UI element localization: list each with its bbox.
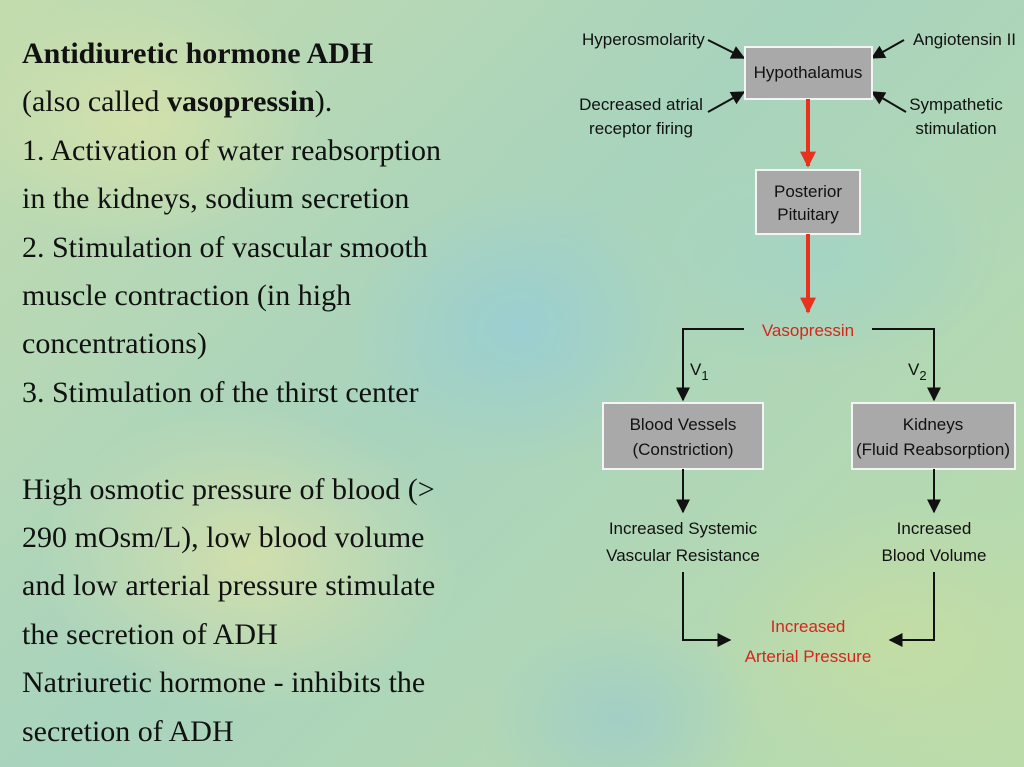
arrow-angiotensin [870,39,905,59]
pituitary-box [755,169,861,235]
label-sympathetic-line2: stimulation [915,119,996,138]
v1-receptor-label: V1 [690,360,709,383]
svr-line2: Vascular Resistance [606,546,760,565]
volume-line2: Blood Volume [882,546,987,565]
kidneys-box [851,402,1016,470]
label-atrial-line1: Decreased atrial [579,95,703,114]
text-line-2: in the kidneys, sodium secretion [22,182,410,216]
alias-suffix: ). [314,85,333,119]
pituitary-label-line1: Posterior [774,182,842,201]
pituitary-label-line2: Pituitary [777,205,839,224]
v2-receptor-label: V2 [908,360,927,383]
text-line-12: secretion of ADH [22,714,234,748]
pressure-line2: Arterial Pressure [745,647,872,666]
text-line-10: the secretion of ADH [22,617,278,651]
slide-title: Antidiuretic hormone ADH [22,37,374,70]
text-line-8: 290 mOsm/L), low blood volume [22,521,425,555]
arrow-svr-pressure [682,572,732,647]
text-line-9: and low arterial pressure stimulate [22,569,436,603]
text-line-5: concentrations) [22,327,207,361]
label-sympathetic-line1: Sympathetic [909,95,1003,114]
blood-vessels-box [602,402,764,470]
alias-prefix: (also called [22,85,167,119]
hypothalamus-label: Hypothalamus [754,63,863,82]
text-line-7: High osmotic pressure of blood (> [22,472,435,506]
label-hyperosmolarity: Hyperosmolarity [582,30,705,49]
label-atrial-line2: receptor firing [589,119,693,138]
text-line-6: 3. Stimulation of the thirst center [22,375,419,409]
text-line-1: 1. Activation of water reabsorption [22,133,442,167]
text-line-4: muscle contraction (in high [22,279,352,313]
alias-line: (also called vasopressin). [22,78,592,126]
arrow-hyperosmolarity [707,39,746,59]
arrow-atrial [707,91,746,113]
kidneys-line2: (Fluid Reabsorption) [856,440,1010,459]
arrow-volume-pressure [888,572,935,647]
vasopressin-label: Vasopressin [762,321,854,340]
slide-text: Antidiuretic hormone ADH (also called va… [22,30,592,756]
text-line-3: 2. Stimulation of vascular smooth [22,230,428,264]
text-line-11: Natriuretic hormone - inhibits the [22,666,426,700]
blood-vessels-line2: (Constriction) [632,440,733,459]
label-angiotensin: Angiotensin II [913,30,1016,49]
hypothalamus-box [744,46,873,100]
alias-name: vasopressin [166,85,315,119]
blood-vessels-line1: Blood Vessels [630,415,737,434]
volume-line1: Increased [897,519,972,538]
svr-line1: Increased Systemic [609,519,758,538]
arrow-sympathetic [870,91,907,113]
arrow-vasopressin-v2 [872,328,941,402]
arrow-vasopressin-v1 [676,328,744,402]
kidneys-line1: Kidneys [903,415,963,434]
title-line: Antidiuretic hormone ADH [22,30,592,78]
pressure-line1: Increased [771,617,846,636]
